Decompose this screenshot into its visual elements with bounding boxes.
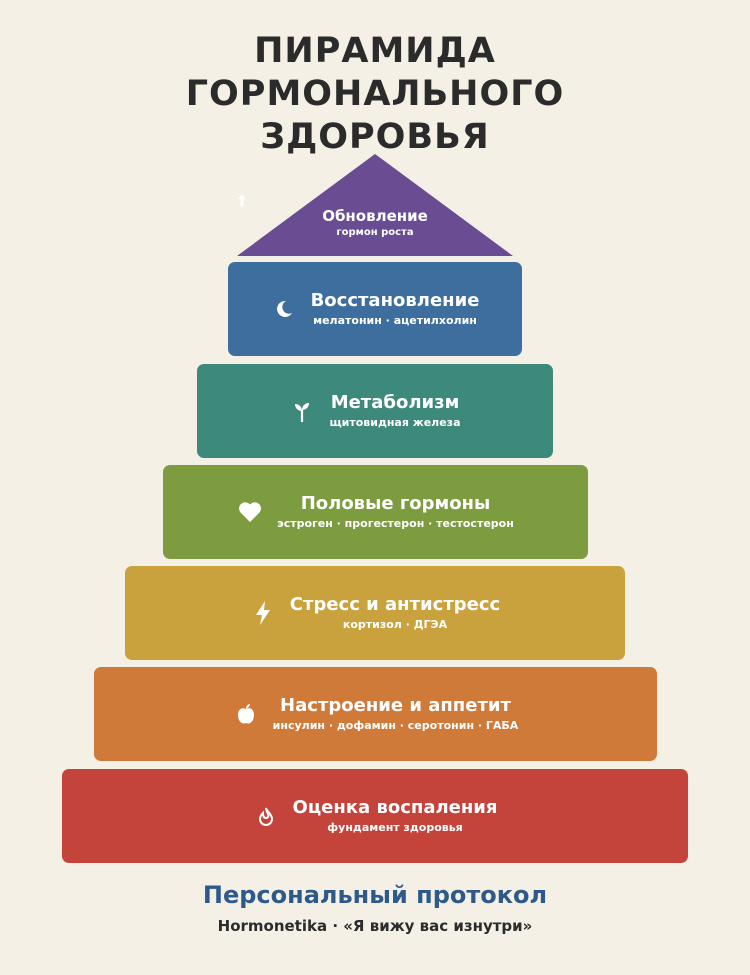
heart-icon (237, 499, 263, 525)
level-hormones: щитовидная железа (329, 416, 461, 429)
apple-icon (233, 701, 259, 727)
footer-title: Персональный протокол (202, 881, 548, 909)
pyramid-level-sex-hormones: Половые гормоны эстроген · прогестерон ·… (163, 465, 588, 559)
apex-triangle (237, 154, 513, 256)
title-line-3: ЗДОРОВЬЯ (260, 117, 490, 157)
pyramid-level-mood-appetite: Настроение и аппетит инсулин · дофамин ·… (94, 667, 657, 761)
level-hormones: гормон роста (336, 227, 414, 238)
pyramid-level-inflammation: Оценка воспаления фундамент здоровья (62, 769, 688, 863)
lightning-icon (250, 600, 276, 626)
level-hormones: инсулин · дофамин · серотонин · ГАБА (272, 719, 519, 732)
level-name: Стресс и антистресс (289, 594, 501, 615)
level-name: Половые гормоны (300, 493, 491, 514)
pyramid-level-stress: Стресс и антистресс кортизол · ДГЭА (125, 566, 625, 660)
moon-icon (271, 296, 297, 322)
level-hormones: мелатонин · ацетилхолин (313, 314, 477, 327)
level-name: Оценка воспаления (292, 797, 498, 818)
flame-icon (253, 803, 279, 829)
level-name: Обновление (322, 207, 428, 225)
page-title: ПИРАМИДА ГОРМОНАЛЬНОГО ЗДОРОВЬЯ (0, 30, 750, 159)
pyramid-level-recovery: Восстановление мелатонин · ацетилхолин (228, 262, 522, 356)
title-line-2: ГОРМОНАЛЬНОГО (185, 74, 565, 114)
level-hormones: фундамент здоровья (327, 821, 463, 834)
level-hormones: эстроген · прогестерон · тестостерон (277, 517, 514, 530)
pyramid-apex-renewal: Обновление гормон роста (237, 154, 513, 256)
level-name: Настроение и аппетит (280, 695, 511, 716)
sprout-icon (289, 398, 315, 424)
level-hormones: кортизол · ДГЭА (342, 618, 448, 631)
footer-subtitle: Hormonetika · «Я вижу вас изнутри» (217, 917, 533, 935)
arrow-up-icon (237, 194, 513, 206)
title-line-1: ПИРАМИДА (254, 31, 496, 71)
level-name: Восстановление (310, 290, 480, 311)
pyramid-level-metabolism: Метаболизм щитовидная железа (197, 364, 553, 458)
level-name: Метаболизм (330, 392, 460, 413)
